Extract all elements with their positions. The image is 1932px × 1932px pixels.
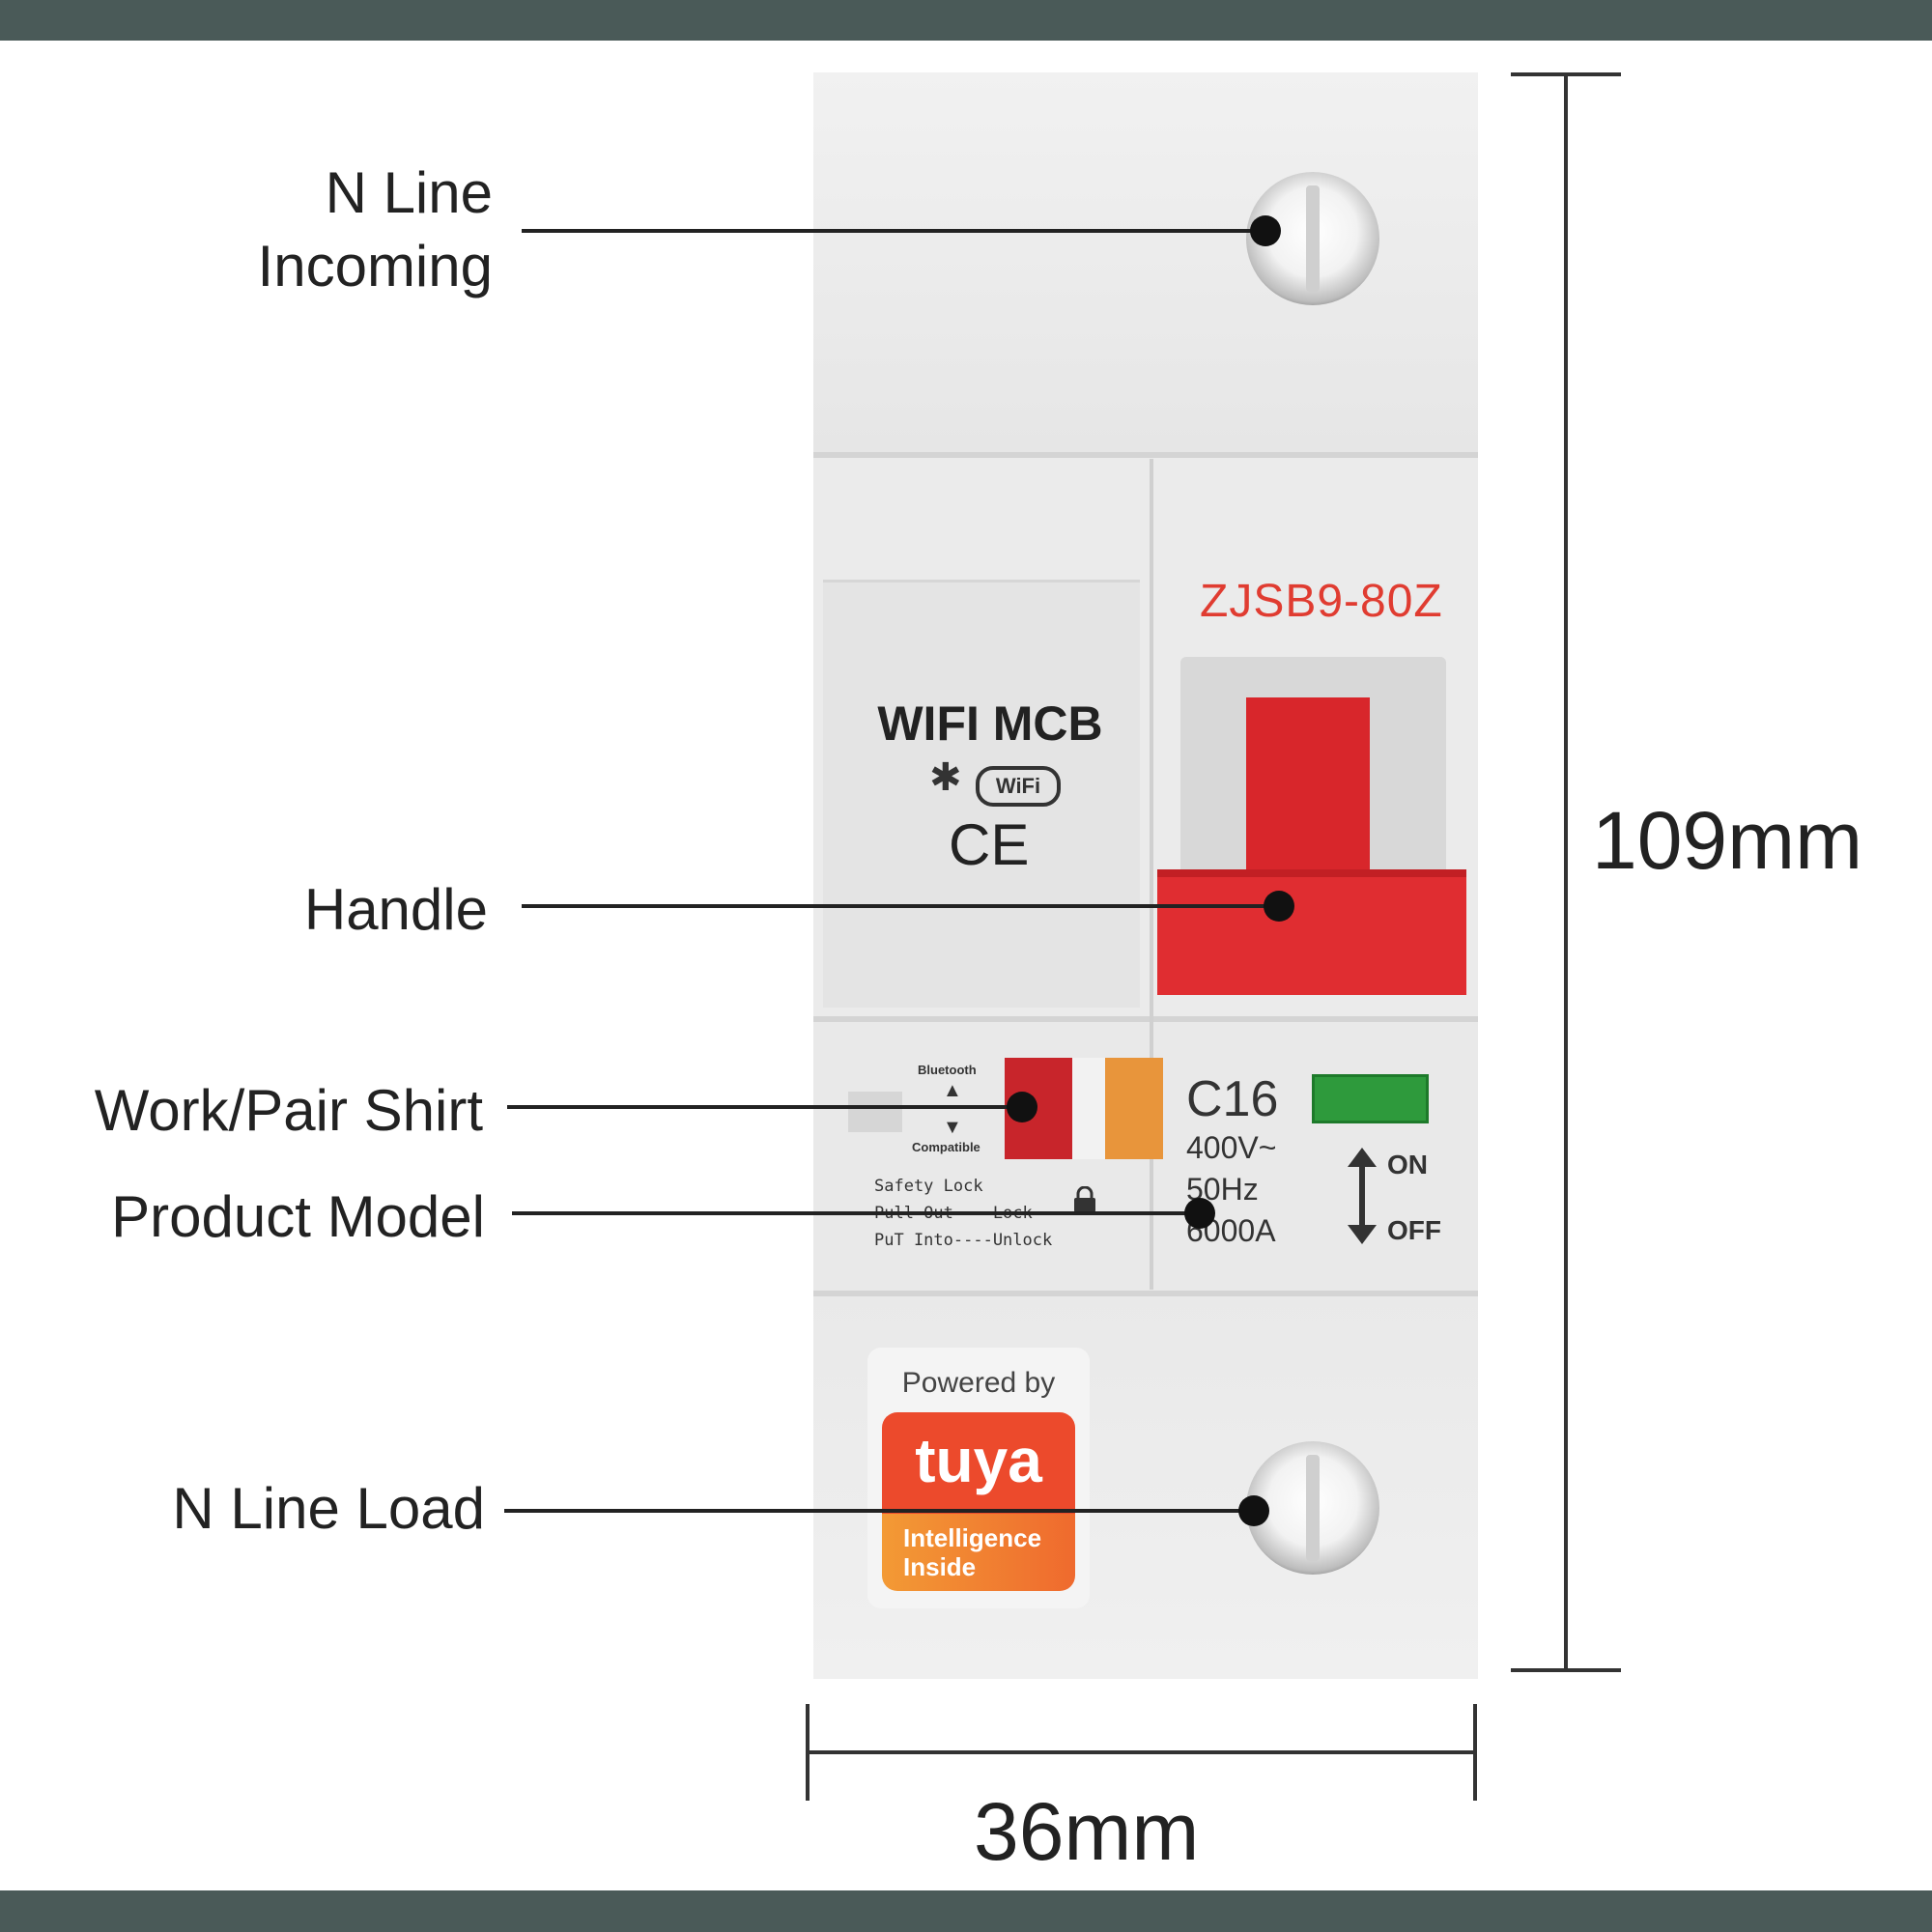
- rating-text: C16: [1186, 1071, 1279, 1127]
- safety-lock-label: Safety Lock: [874, 1177, 983, 1196]
- switch-orange-strip: [1105, 1058, 1163, 1159]
- top-band: [0, 0, 1932, 41]
- leader-line: [507, 1105, 1014, 1109]
- leader-line: [512, 1211, 1200, 1215]
- breaker-top-section: [813, 72, 1478, 454]
- arrow-up-icon: ▲: [943, 1080, 962, 1101]
- height-dimension-cap: [1511, 72, 1621, 76]
- section-divider: [813, 452, 1478, 458]
- switch-white-strip: [1072, 1058, 1105, 1159]
- section-divider: [813, 1016, 1478, 1022]
- arrow-down-icon: ▼: [943, 1117, 962, 1138]
- bluetooth-icon: ✱: [929, 756, 962, 799]
- width-dimension-cap: [806, 1704, 810, 1801]
- callout-work-pair: Work/Pair Shirt: [94, 1078, 483, 1143]
- lock-icon: [1074, 1186, 1095, 1212]
- leader-line: [522, 904, 1280, 908]
- width-dimension-text: 36mm: [974, 1786, 1200, 1877]
- wifi-badge: WiFi: [976, 766, 1061, 807]
- on-label: ON: [1387, 1150, 1428, 1179]
- callout-dot: [1007, 1092, 1037, 1122]
- switch-slot: [848, 1092, 902, 1132]
- ce-mark: CE: [949, 812, 1030, 877]
- callout-dot: [1250, 215, 1281, 246]
- height-dimension-text: 109mm: [1592, 795, 1863, 886]
- callout-dot: [1184, 1198, 1215, 1229]
- switch-label-bottom: Compatible: [912, 1140, 980, 1154]
- width-dimension-cap: [1473, 1704, 1477, 1801]
- callout-product-model: Product Model: [111, 1184, 485, 1249]
- voltage-text: 400V~: [1186, 1130, 1277, 1165]
- tuya-logo: tuya: [882, 1412, 1075, 1514]
- callout-dot: [1264, 891, 1294, 922]
- off-label: OFF: [1387, 1215, 1441, 1245]
- section-divider: [813, 1291, 1478, 1296]
- tuya-tagline: Intelligence Inside: [882, 1514, 1075, 1591]
- callout-dot: [1238, 1495, 1269, 1526]
- leader-line: [504, 1509, 1256, 1513]
- switch-label-top: Bluetooth: [918, 1063, 977, 1077]
- callout-n-line-load: N Line Load: [172, 1476, 485, 1541]
- callout-n-line-incoming: N Line Incoming: [257, 160, 493, 298]
- double-arrow-icon: [1348, 1148, 1377, 1244]
- callout-handle: Handle: [303, 877, 488, 942]
- height-dimension-line: [1564, 74, 1568, 1671]
- vertical-split: [1150, 459, 1153, 1290]
- bottom-band: [0, 1890, 1932, 1932]
- width-dimension-line: [808, 1750, 1476, 1754]
- status-indicator: [1312, 1074, 1429, 1123]
- handle-stem: [1246, 697, 1370, 891]
- handle: [1157, 869, 1466, 995]
- powered-by-text: Powered by: [901, 1367, 1056, 1399]
- device-title: WIFI MCB: [877, 696, 1103, 751]
- leader-line: [522, 229, 1265, 233]
- product-model-text: ZJSB9-80Z: [1200, 576, 1443, 627]
- put-into-label: PuT Into----Unlock: [874, 1231, 1053, 1250]
- height-dimension-cap: [1511, 1668, 1621, 1672]
